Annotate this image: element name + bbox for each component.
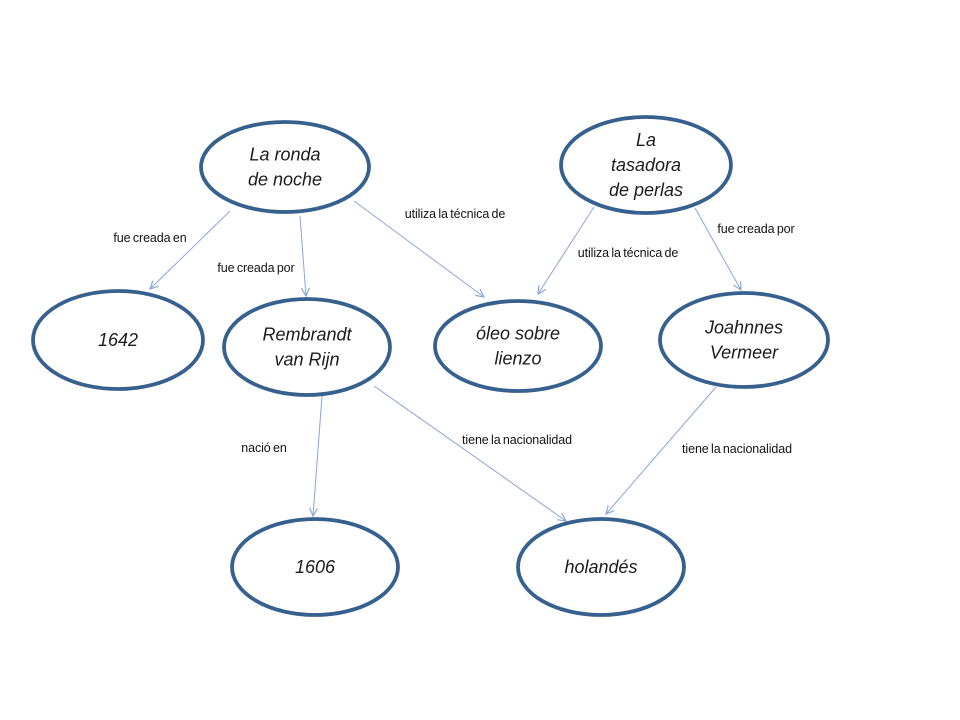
edge-la-ronda-de-noche-to-1642: fue creada en xyxy=(113,210,231,289)
node-holandes: holandés xyxy=(516,517,686,617)
edge-la-ronda-de-noche-to-rembrandt-van-rijn: fue creada por xyxy=(217,215,306,296)
edge-label: tiene la nacionalidad xyxy=(462,433,572,447)
node-la-tasadora-de-perlas: La tasadora de perlas xyxy=(559,115,733,215)
node-label: La tasadora de perlas xyxy=(609,130,683,200)
node-label-line: tasadora xyxy=(611,155,681,175)
node-ellipse xyxy=(222,297,392,397)
node-rembrandt-van-rijn: Rembrandt van Rijn xyxy=(222,297,392,397)
node-ellipse xyxy=(433,299,603,393)
edge-line xyxy=(373,385,566,521)
edge-line xyxy=(538,206,595,294)
node-label: holandés xyxy=(564,557,637,577)
node-ellipse xyxy=(230,517,400,617)
node-label: 1642 xyxy=(98,330,138,350)
node-label-line: Rembrandt xyxy=(262,325,352,345)
edge-la-tasadora-de-perlas-to-joahnnes-vermeer: fue creada por xyxy=(694,207,795,290)
node-label: 1606 xyxy=(295,557,336,577)
edge-label: tiene la nacionalidad xyxy=(682,442,792,456)
edge-line xyxy=(299,215,306,296)
node-oleo-sobre-lienzo: óleo sobre lienzo xyxy=(433,299,603,393)
edge-rembrandt-van-rijn-to-1606: nació en xyxy=(241,395,323,516)
edge-joahnnes-vermeer-to-holandes: tiene la nacionalidad xyxy=(606,386,792,514)
node-label-line: 1606 xyxy=(295,557,336,577)
node-label-line: Joahnnes xyxy=(704,318,783,338)
node-label-line: 1642 xyxy=(98,330,138,350)
edge-line xyxy=(313,395,323,516)
node-label: La ronda de noche xyxy=(248,145,322,190)
node-label-line: La ronda xyxy=(249,145,320,165)
node-label-line: lienzo xyxy=(494,349,541,369)
edge-label: utiliza la técnica de xyxy=(405,207,506,221)
edge-la-tasadora-de-perlas-to-oleo-sobre-lienzo: utiliza la técnica de xyxy=(538,206,679,294)
edge-line xyxy=(606,386,717,514)
edge-label: fue creada por xyxy=(717,222,794,236)
node-label-line: Vermeer xyxy=(710,343,779,363)
node-label-line: La xyxy=(636,130,656,150)
node-label: óleo sobre lienzo xyxy=(476,324,560,369)
node-label-line: van Rijn xyxy=(274,350,339,370)
node-1606: 1606 xyxy=(230,517,400,617)
edge-label: nació en xyxy=(241,441,287,455)
node-ellipse xyxy=(31,289,205,391)
edge-label: fue creada por xyxy=(217,261,294,275)
edge-label: utiliza la técnica de xyxy=(578,246,679,260)
node-ellipse xyxy=(516,517,686,617)
node-1642: 1642 xyxy=(31,289,205,391)
node-label-line: holandés xyxy=(564,557,637,577)
edge-rembrandt-van-rijn-to-holandes: tiene la nacionalidad xyxy=(373,385,572,521)
edge-la-ronda-de-noche-to-oleo-sobre-lienzo: utiliza la técnica de xyxy=(353,200,506,297)
node-label-line: óleo sobre xyxy=(476,324,560,344)
node-ellipse xyxy=(199,120,371,214)
edge-label: fue creada en xyxy=(113,231,186,245)
node-la-ronda-de-noche: La ronda de noche xyxy=(199,120,371,214)
node-ellipse xyxy=(559,115,733,215)
edge-line xyxy=(694,207,741,290)
node-label-line: de noche xyxy=(248,170,322,190)
edge-line xyxy=(150,210,231,289)
edge-line xyxy=(353,200,484,297)
node-label-line: de perlas xyxy=(609,180,683,200)
node-label: Rembrandt van Rijn xyxy=(262,325,352,370)
node-ellipse xyxy=(658,291,830,389)
